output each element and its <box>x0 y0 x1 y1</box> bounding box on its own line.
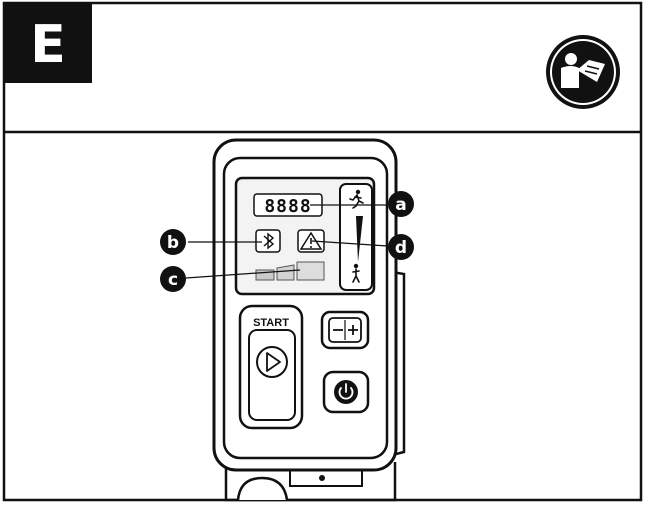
base-screw <box>319 475 325 481</box>
base-clip <box>289 470 363 487</box>
section-letter-box <box>4 3 92 83</box>
callout-b: b <box>160 229 186 255</box>
speed-level-wedge <box>356 216 363 262</box>
speed-column <box>339 183 373 291</box>
callout-c: c <box>160 266 186 292</box>
base-knob <box>236 476 289 501</box>
digit-display: 8888 <box>253 193 323 217</box>
svg-text:d: d <box>395 238 407 258</box>
running-person-icon <box>349 189 364 209</box>
svg-text:a: a <box>395 195 406 215</box>
start-label: START <box>253 317 289 329</box>
section-letter: E <box>30 15 66 75</box>
callout-leaders <box>185 204 389 279</box>
bluetooth-icon <box>255 229 281 253</box>
svg-text:c: c <box>168 270 178 290</box>
speed-adjust-button[interactable] <box>320 310 370 350</box>
svg-text:b: b <box>167 233 179 253</box>
plus-icon <box>348 325 358 335</box>
leader-d <box>311 240 389 247</box>
power-icon <box>338 383 354 400</box>
walking-person-icon <box>352 263 360 283</box>
start-button[interactable]: START <box>238 304 304 430</box>
remote-device: 8888 <box>212 138 406 502</box>
device-base <box>224 462 397 502</box>
leader-c <box>185 269 301 279</box>
digit-readout: 8888 <box>264 196 311 217</box>
read-manual-icon <box>546 35 620 109</box>
callout-a: a <box>388 191 414 217</box>
level-bars <box>255 261 325 281</box>
power-button[interactable] <box>322 370 370 414</box>
warning-triangle-icon <box>297 229 325 253</box>
callout-d: d <box>388 234 414 260</box>
play-icon <box>256 346 288 378</box>
header-band: E <box>4 3 641 134</box>
